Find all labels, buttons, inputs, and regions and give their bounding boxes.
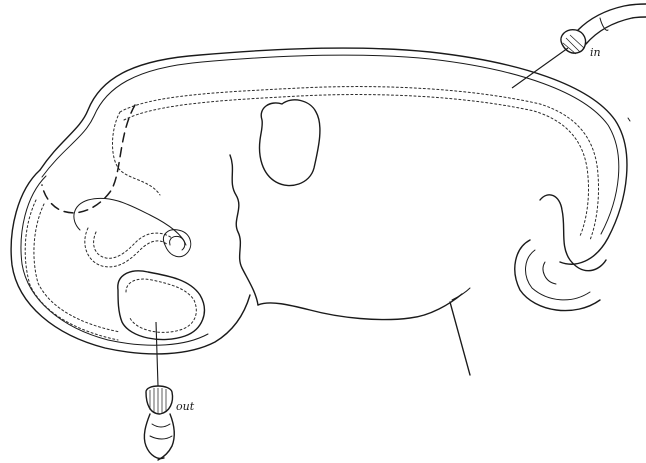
inlet-syringe: in (512, 4, 646, 88)
dashed-boundary (42, 105, 135, 213)
inlet-label: in (590, 46, 601, 59)
outlet-label: out (176, 400, 195, 413)
inlet-syringe-hub (561, 30, 586, 53)
otic-vesicle (260, 100, 320, 186)
outlet-tubing (144, 414, 164, 459)
neural-tube-outer-wall (11, 48, 627, 354)
pharyngeal-region (230, 155, 470, 375)
caudal-curve (515, 195, 606, 311)
outlet-syringe: out (144, 322, 194, 460)
lumen-dotted-lines (25, 87, 598, 340)
optic-cup (118, 271, 205, 340)
forebrain-structures (74, 198, 204, 339)
stray-mark (628, 118, 630, 121)
